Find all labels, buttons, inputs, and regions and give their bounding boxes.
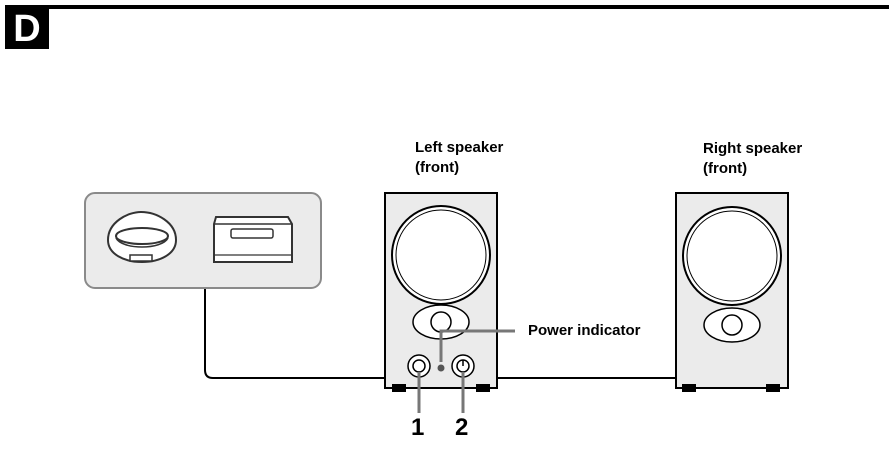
right-woofer <box>682 206 782 306</box>
portable-player-icon <box>106 210 178 264</box>
callout-1: 1 <box>411 414 425 441</box>
header-rule <box>5 5 889 9</box>
left-speaker-sublabel: (front) <box>415 159 460 176</box>
source-devices-group <box>84 192 322 289</box>
power-indicator-label: Power indicator <box>528 322 641 339</box>
section-badge: D <box>5 9 49 49</box>
left-woofer <box>391 205 491 305</box>
power-indicator-lamp <box>437 364 445 372</box>
callout-2: 2 <box>455 414 469 441</box>
right-speaker <box>675 192 789 392</box>
audio-device-icon <box>213 216 293 263</box>
left-speaker <box>384 192 498 392</box>
right-speaker-label: Right speaker <box>703 140 803 157</box>
right-speaker-sublabel: (front) <box>703 160 748 177</box>
power-indicator-leader <box>439 329 515 362</box>
left-speaker-label: Left speaker <box>415 139 504 156</box>
input-cable <box>204 289 388 379</box>
